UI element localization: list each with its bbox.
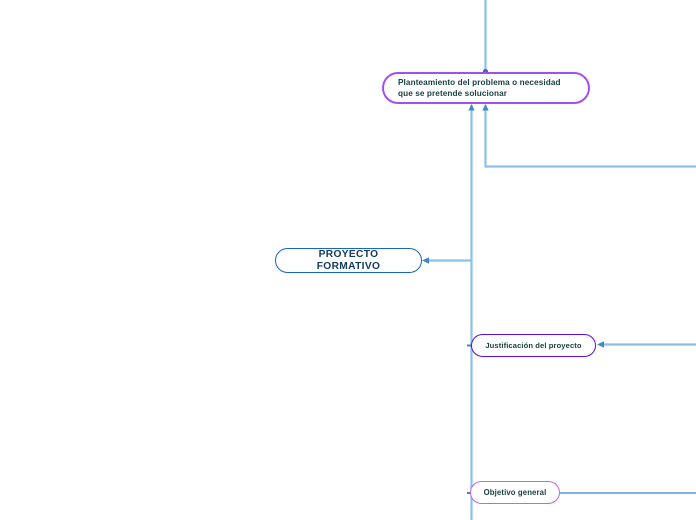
- node-objetivo-general-label: Objetivo general: [483, 487, 547, 497]
- node-objetivo-general[interactable]: Objetivo general: [470, 481, 560, 504]
- node-proyecto-formativo-label: PROYECTO FORMATIVO: [316, 248, 381, 272]
- node-planteamiento-del-problema[interactable]: Planteamiento del problema o necesidad q…: [382, 72, 590, 104]
- node-proyecto-formativo[interactable]: PROYECTO FORMATIVO: [275, 248, 422, 273]
- edge-planteamiento-right-arrowhead: [482, 104, 489, 111]
- node-justificacion-label: Justificación del proyecto: [485, 340, 582, 350]
- edge-justificacion-arrowhead: [597, 341, 604, 348]
- edge-main-trunk-arrowhead: [468, 104, 475, 111]
- node-justificacion-del-proyecto[interactable]: Justificación del proyecto: [471, 334, 596, 357]
- edge-planteamiento-right: [484, 105, 696, 168]
- node-planteamiento-label: Planteamiento del problema o necesidad q…: [398, 77, 561, 99]
- edge-proyecto-arrowhead: [422, 257, 429, 264]
